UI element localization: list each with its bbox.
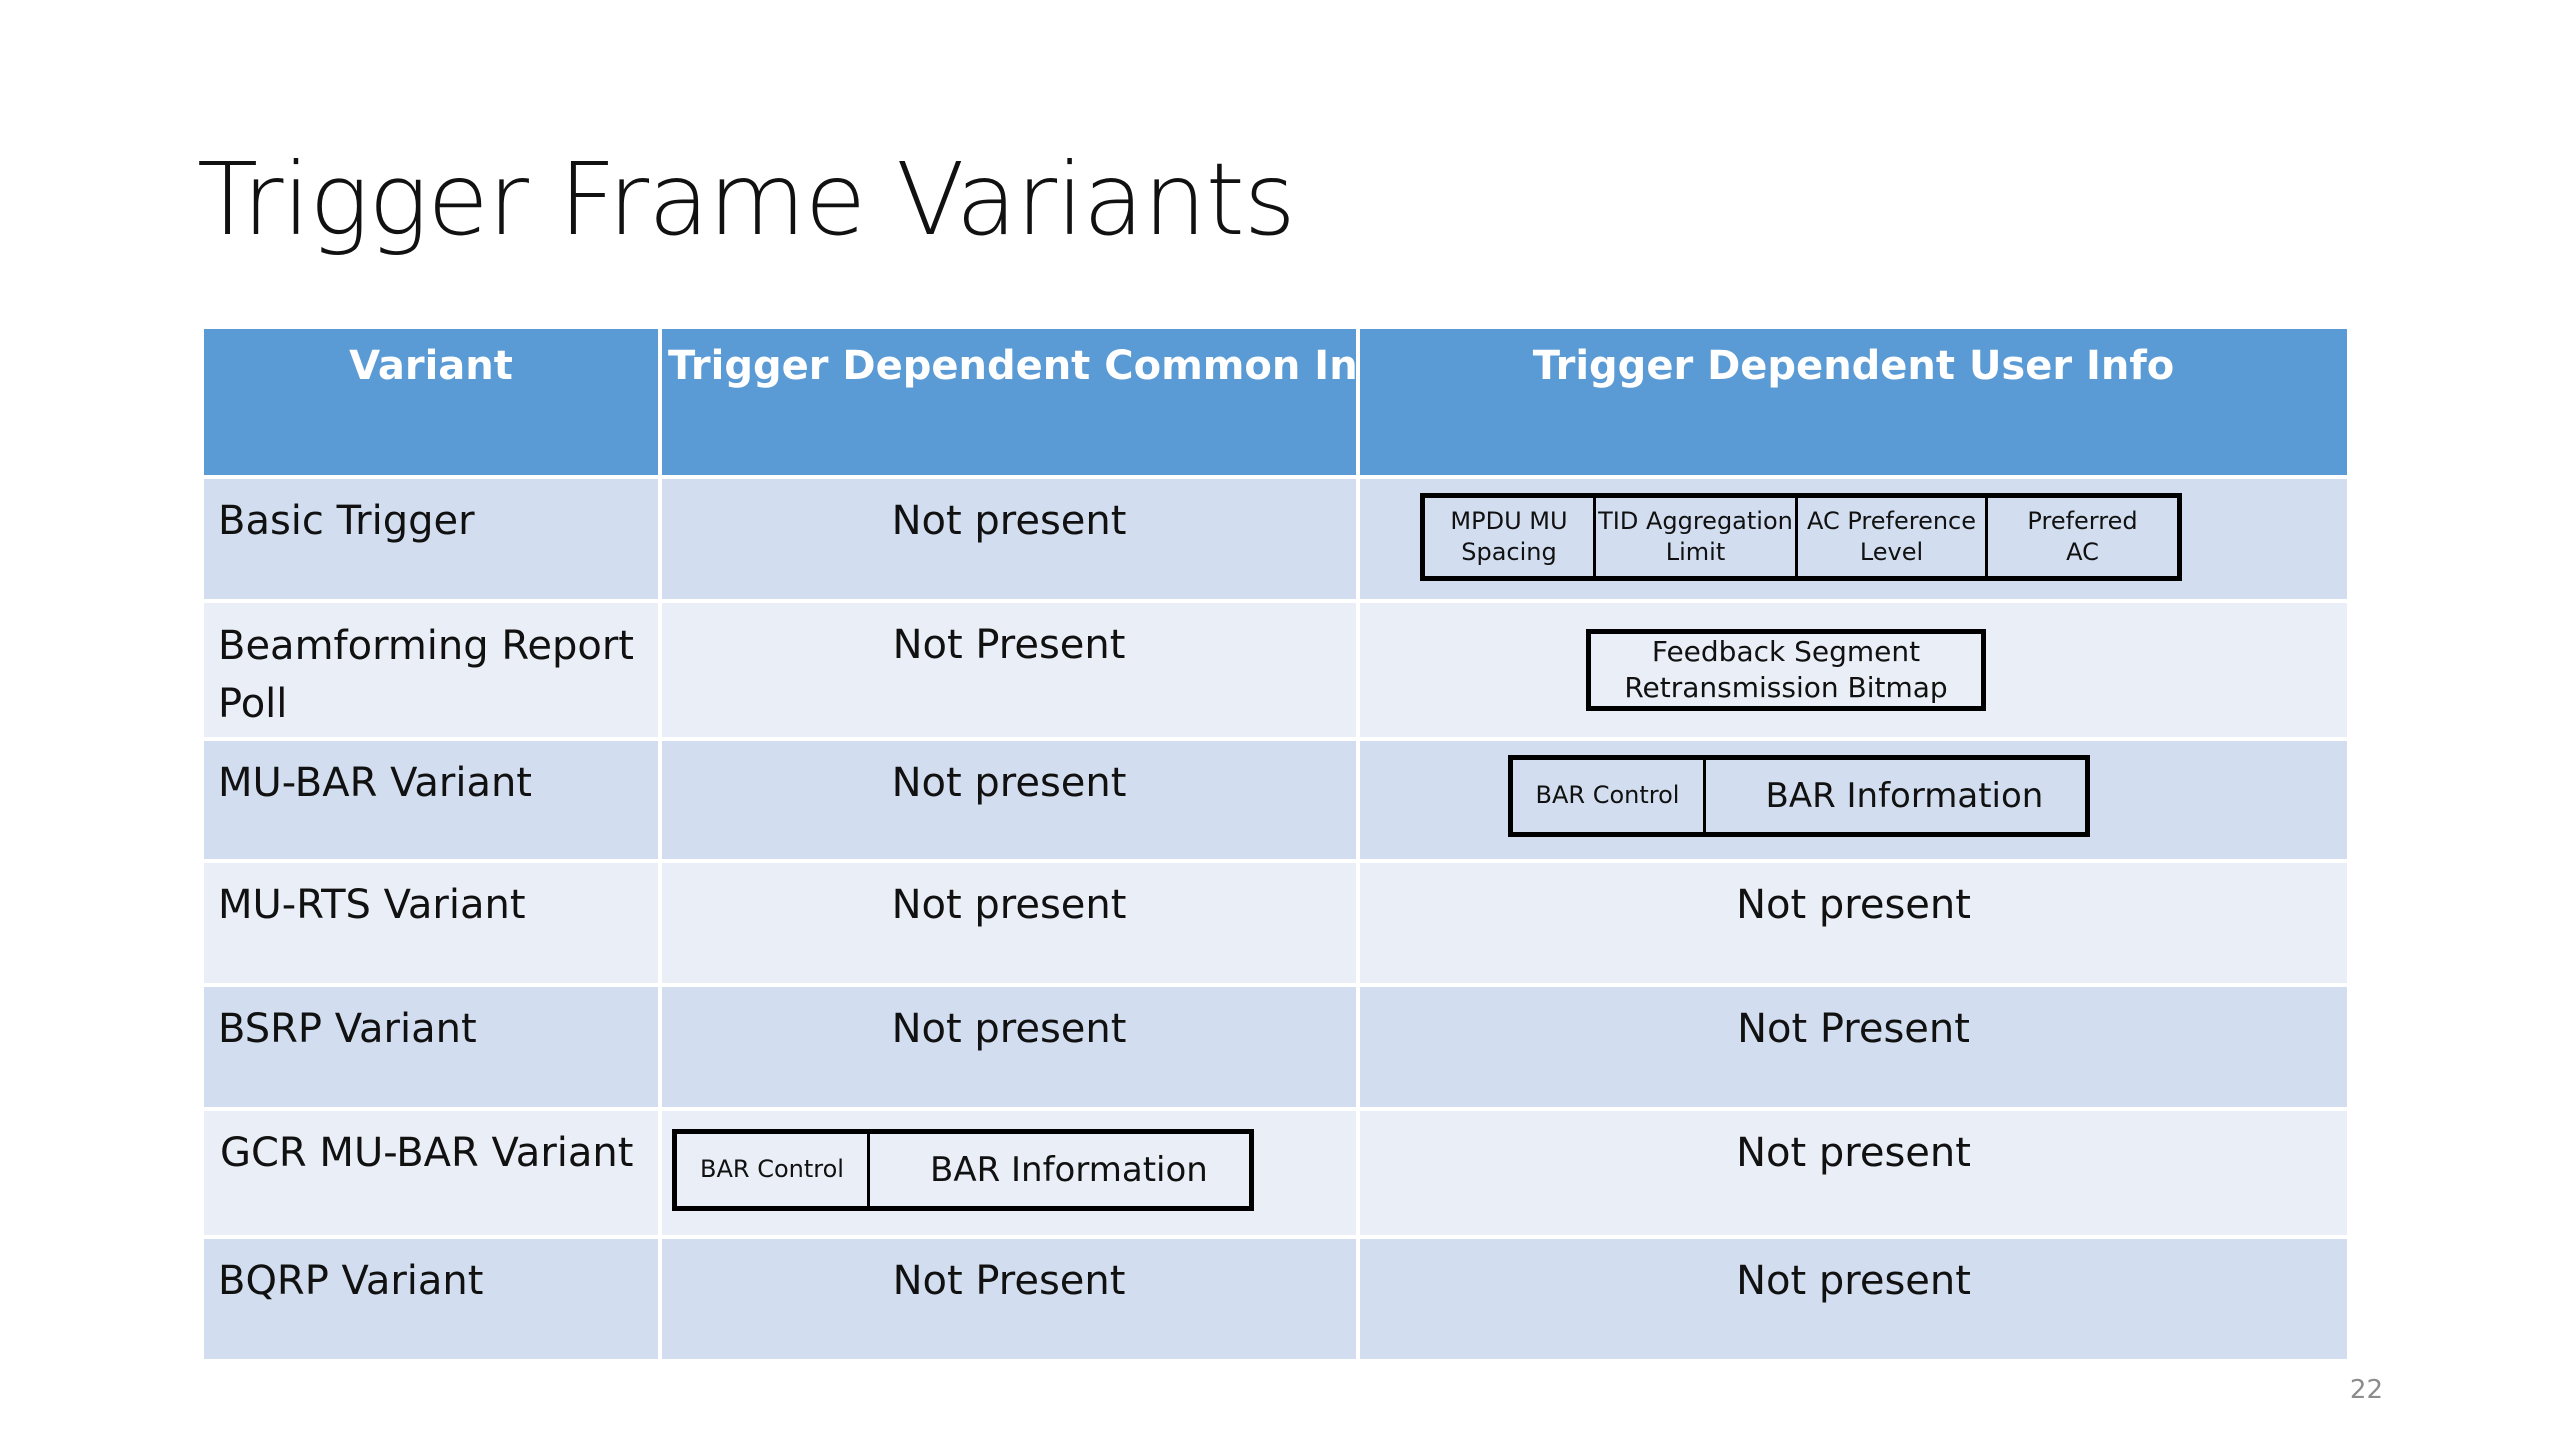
common-info-cell: Not Present (658, 1235, 1360, 1363)
variant-cell: BQRP Variant (200, 1235, 662, 1363)
table-row: MU-RTS Variant Not present Not present (200, 859, 2351, 987)
common-info-cell: Not present (658, 983, 1360, 1111)
user-info-cell: Not present (1356, 859, 2351, 987)
user-info-field-diagram: BAR Control BAR Information (1507, 755, 2090, 837)
table-row: GCR MU-BAR Variant BAR Control BAR Infor… (200, 1107, 2351, 1239)
table-row: BQRP Variant Not Present Not present (200, 1235, 2351, 1363)
common-info-cell: Not present (658, 737, 1360, 863)
header-variant: Variant (200, 325, 662, 479)
field-bar-control: BAR Control (700, 1155, 844, 1184)
common-info-cell: Not present (658, 859, 1360, 987)
field-bar-information: BAR Information (867, 1134, 1249, 1206)
header-user-info: Trigger Dependent User Info (1356, 325, 2351, 479)
variant-cell: Basic Trigger (200, 475, 662, 603)
variant-cell: GCR MU-BAR Variant (200, 1107, 662, 1239)
field-bar-control: BAR Control (1535, 781, 1680, 810)
trigger-variants-table: Variant Trigger Dependent Common Info Tr… (200, 325, 2351, 1363)
user-info-cell: Not present (1356, 1235, 2351, 1363)
common-info-cell: BAR Control BAR Information (658, 1107, 1360, 1239)
variant-cell: BSRP Variant (200, 983, 662, 1111)
header-common-info: Trigger Dependent Common Info (658, 325, 1360, 479)
user-info-cell: BAR Control BAR Information (1356, 737, 2351, 863)
variant-cell: MU-BAR Variant (200, 737, 662, 863)
slide-title: Trigger Frame Variants (197, 141, 1296, 258)
field-bar-information: BAR Information (1702, 760, 2085, 832)
table-row: BSRP Variant Not present Not Present (200, 983, 2351, 1111)
table-header-row: Variant Trigger Dependent Common Info Tr… (200, 325, 2351, 479)
common-info-cell: Not Present (658, 599, 1360, 741)
common-info-cell: Not present (658, 475, 1360, 603)
page-number: 22 (2349, 1375, 2383, 1405)
user-info-cell: Not Present (1356, 983, 2351, 1111)
user-info-cell: Not present (1356, 1107, 2351, 1239)
variant-cell: MU-RTS Variant (200, 859, 662, 987)
common-info-field-diagram: BAR Control BAR Information (672, 1129, 1254, 1211)
table-row: MU-BAR Variant Not present BAR Control B… (200, 737, 2351, 863)
